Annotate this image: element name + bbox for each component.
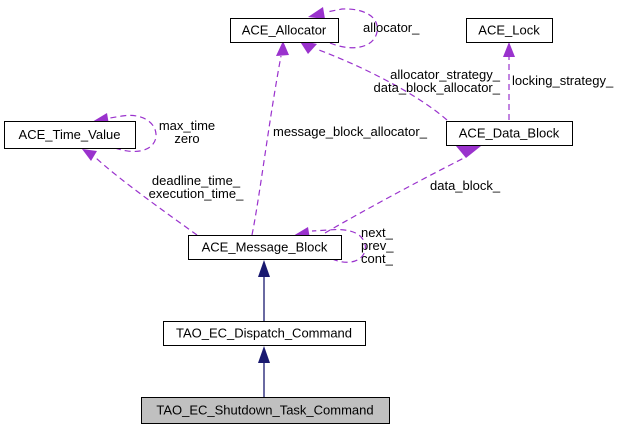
- class-node-ace-lock[interactable]: ACE_Lock: [466, 18, 553, 43]
- edge-data-block: [324, 146, 481, 234]
- edge-label-data-block-allocator-label: data_block_allocator_: [374, 80, 501, 95]
- edge-label-execution-time-label: execution_time_: [149, 186, 244, 201]
- edge-label-allocator-label: allocator_: [363, 20, 420, 35]
- edge-inheritance-dispatch-to-message-block: [258, 260, 270, 321]
- class-node-label-ace-time-value: ACE_Time_Value: [19, 127, 121, 142]
- edge-deadline-execution-time: [82, 149, 198, 236]
- class-node-box-tao-ec-dispatch-command: [163, 321, 366, 346]
- edge-line-message-block-allocator: [251, 55, 282, 236]
- edge-line-allocator-strategy: [315, 48, 448, 121]
- arrowhead-inheritance-shutdown-to-dispatch-icon: [258, 346, 270, 363]
- class-node-label-tao-ec-dispatch-command: TAO_EC_Dispatch_Command: [176, 326, 352, 341]
- class-node-label-ace-data-block: ACE_Data_Block: [459, 126, 560, 141]
- arrowhead-inheritance-dispatch-to-message-block-icon: [258, 260, 270, 277]
- class-node-ace-message-block[interactable]: ACE_Message_Block: [188, 235, 342, 260]
- edge-label-data-block-label: data_block_: [430, 178, 501, 193]
- edge-message-block-allocator: [251, 41, 289, 236]
- edge-label-cont-label: cont_: [361, 251, 394, 266]
- edge-label-message-block-allocator-label: message_block_allocator_: [273, 124, 428, 139]
- arrowhead-message-block-allocator-icon: [276, 41, 289, 56]
- class-node-box-ace-time-value: [4, 121, 136, 149]
- edge-line-allocator-self-loop: [326, 8, 378, 49]
- edge-inheritance-shutdown-to-dispatch: [258, 346, 270, 397]
- class-node-tao-ec-shutdown-task-command: TAO_EC_Shutdown_Task_Command: [141, 397, 390, 424]
- arrowhead-allocator-strategy-icon: [299, 40, 317, 54]
- arrowhead-locking-strategy-icon: [503, 42, 515, 57]
- edge-line-message-block-self-loop: [311, 228, 366, 263]
- class-node-label-tao-ec-shutdown-task-command: TAO_EC_Shutdown_Task_Command: [156, 403, 373, 418]
- edge-locking-strategy: [503, 42, 515, 120]
- class-node-box-ace-data-block: [446, 121, 573, 146]
- edge-label-locking-strategy-label: locking_strategy_: [512, 73, 614, 88]
- edge-allocator-strategy: [299, 40, 448, 121]
- edge-line-deadline-execution-time: [95, 157, 198, 236]
- class-node-box-ace-message-block: [188, 235, 342, 260]
- class-node-ace-data-block[interactable]: ACE_Data_Block: [446, 121, 573, 146]
- edge-label-next-label: next_: [361, 225, 394, 240]
- edge-labels-layer: allocator_allocator_strategy_data_block_…: [149, 20, 614, 266]
- class-node-box-tao-ec-shutdown-task-command: [141, 397, 390, 424]
- edge-label-max-time-label: max_time: [159, 118, 215, 133]
- edge-line-data-block: [324, 157, 465, 234]
- class-node-ace-time-value[interactable]: ACE_Time_Value: [4, 121, 136, 149]
- class-node-label-ace-message-block: ACE_Message_Block: [202, 240, 328, 255]
- class-node-ace-allocator[interactable]: ACE_Allocator: [230, 18, 339, 43]
- class-node-label-ace-lock: ACE_Lock: [478, 23, 540, 38]
- arrowhead-deadline-execution-time-icon: [82, 149, 97, 161]
- arrowhead-data-block-icon: [456, 146, 481, 158]
- class-node-tao-ec-dispatch-command[interactable]: TAO_EC_Dispatch_Command: [163, 321, 366, 346]
- class-node-box-ace-allocator: [230, 18, 339, 43]
- edge-label-prev-label: prev_: [361, 238, 394, 253]
- edge-label-allocator-strategy-label: allocator_strategy_: [390, 67, 501, 82]
- class-node-label-ace-allocator: ACE_Allocator: [242, 23, 327, 38]
- edge-allocator-self-loop: [308, 7, 378, 49]
- edges-layer: [82, 7, 515, 397]
- edge-label-zero-label: zero: [174, 131, 199, 146]
- edge-line-time-value-self-loop: [109, 114, 157, 153]
- arrowhead-allocator-self-loop-icon: [308, 7, 325, 19]
- edge-label-deadline-time-label: deadline_time_: [152, 173, 241, 188]
- class-node-box-ace-lock: [466, 18, 553, 43]
